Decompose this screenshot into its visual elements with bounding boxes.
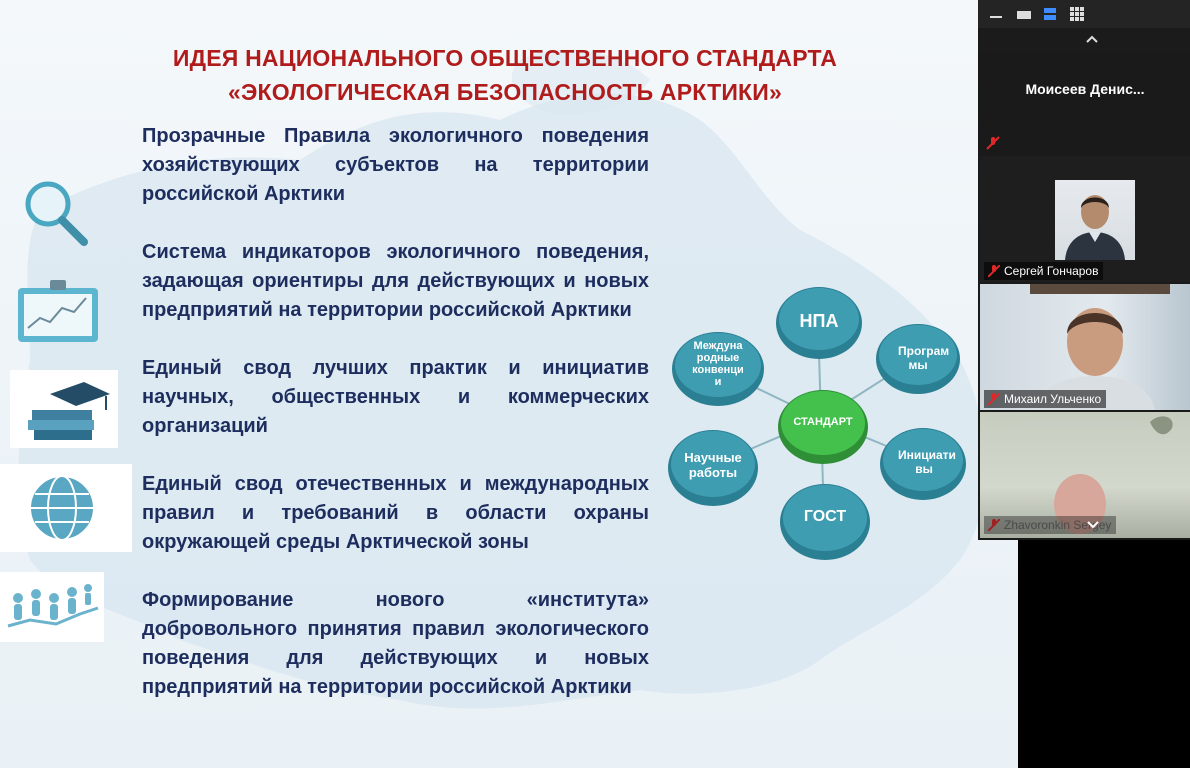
node-standard-center: СТАНДАРТ (776, 386, 870, 466)
participant-video (1054, 416, 1173, 534)
presentation-slide: ИДЕЯ НАЦИОНАЛЬНОГО ОБЩЕСТВЕННОГО СТАНДАР… (0, 0, 1018, 768)
node-initiatives: Инициати вы (878, 424, 968, 502)
books-graduation-icon (10, 370, 118, 448)
point-2-text: Система индикаторов экологичного поведен… (142, 241, 649, 321)
panel-toolbar (978, 0, 1190, 28)
muted-mic-icon (988, 265, 1000, 277)
participant-name: Моисеев Денис... (1025, 81, 1145, 97)
node-initiatives-label: Инициати вы (898, 448, 956, 476)
node-npa: НПА (774, 283, 864, 361)
point-5-text: Формирование нового «института» добровол… (142, 589, 649, 698)
node-research: Научные работы (666, 426, 760, 508)
muted-mic-icon (986, 136, 1000, 150)
speaker-view-icon[interactable] (1040, 5, 1060, 23)
node-conventions: Междуна родные конвенци и (670, 328, 766, 408)
chart-board-icon (12, 278, 104, 346)
restore-icon[interactable] (1014, 5, 1034, 23)
participant-name: Zhavoronkin Sergey (984, 516, 1117, 534)
muted-mic-icon (988, 519, 1000, 531)
globe-icon (0, 464, 132, 552)
slide-title-line2: «ЭКОЛОГИЧЕСКАЯ БЕЗОПАСНОСТЬ АРКТИКИ» (227, 79, 783, 105)
arctic-map-background (18, 49, 987, 709)
muted-mic-icon (988, 393, 1000, 405)
node-gost: ГОСТ (778, 480, 872, 562)
scroll-up-bar[interactable] (978, 28, 1190, 52)
participant-name: Сергей Гончаров (984, 262, 1104, 280)
people-chain-icon (0, 572, 104, 642)
participant-tile-4[interactable]: Zhavoronkin Sergey (980, 412, 1190, 538)
chevron-down-icon[interactable] (1086, 520, 1100, 530)
participant-tile-2[interactable]: Сергей Гончаров (980, 156, 1190, 282)
node-programs: Програм мы (874, 320, 962, 396)
minimize-icon[interactable] (986, 5, 1006, 23)
node-conventions-label: Междуна родные конвенци и (692, 340, 744, 388)
node-gost-label: ГОСТ (803, 508, 847, 525)
point-1-text: Прозрачные Правила экологичного поведени… (142, 125, 649, 205)
gallery-view-icon[interactable] (1067, 5, 1087, 23)
participant-name: Михаил Ульченко (984, 390, 1107, 408)
point-3-text: Единый свод лучших практик и инициатив н… (142, 357, 649, 437)
chevron-up-icon[interactable] (1085, 34, 1099, 44)
magnifier-icon (12, 172, 92, 252)
slide-title-line1: ИДЕЯ НАЦИОНАЛЬНОГО ОБЩЕСТВЕННОГО СТАНДАР… (172, 45, 838, 71)
node-npa-label: НПА (799, 311, 839, 331)
dark-background (1018, 540, 1190, 768)
node-programs-label: Програм мы (898, 344, 950, 372)
point-4-text: Единый свод отечественных и международны… (142, 473, 649, 553)
participant-avatar (1055, 180, 1135, 260)
node-research-label: Научные работы (684, 450, 742, 480)
participant-tile-1[interactable]: Моисеев Денис... (980, 54, 1190, 154)
participant-panel: Моисеев Денис... Сергей Гончаров Михаил … (978, 0, 1190, 540)
node-standard-label: СТАНДАРТ (793, 416, 853, 428)
participant-tile-3[interactable]: Михаил Ульченко (980, 284, 1190, 410)
